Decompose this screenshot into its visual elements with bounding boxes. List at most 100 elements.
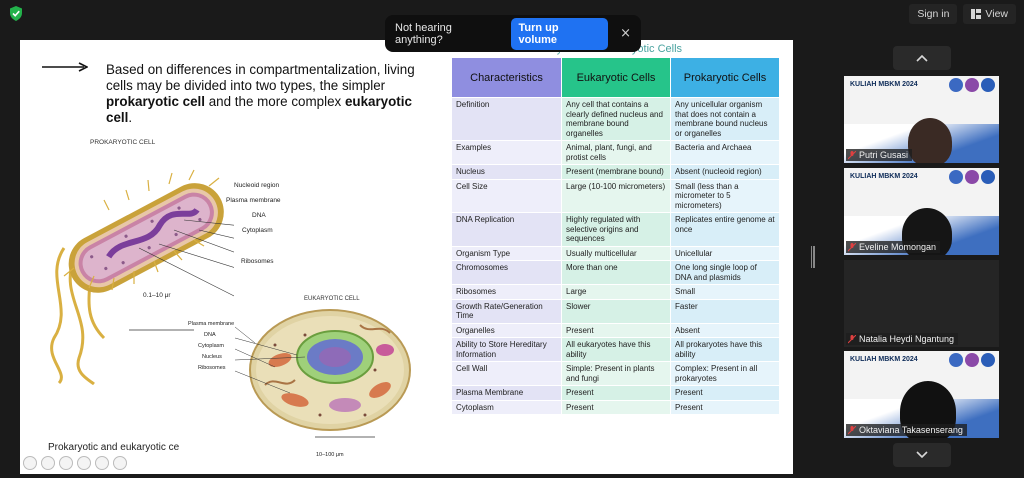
participant-video <box>908 118 952 163</box>
cell-prokaryotic: Faster <box>670 298 780 324</box>
cell-prokaryotic: Absent (nucleoid region) <box>670 164 780 180</box>
logo-icon <box>981 170 995 184</box>
tile-banner-text: KULIAH MBKM 2024 <box>850 173 918 180</box>
tile-logos <box>949 78 995 92</box>
cell-eukaryotic: Present <box>561 322 671 338</box>
participant-tile-4[interactable]: KULIAH MBKM 2024 Oktaviana Takasenserang <box>844 351 999 438</box>
participants-scroll-down-button[interactable] <box>893 443 951 467</box>
cell-prokaryotic: Absent <box>670 322 780 338</box>
mic-muted-icon <box>848 334 856 343</box>
slide-zoom-button[interactable] <box>95 456 109 470</box>
cell-eukaryotic: Animal, plant, fungi, and protist cells <box>561 140 671 165</box>
eukaryotic-figure-title: EUKARYOTIC CELL <box>304 296 360 302</box>
cell-characteristic: Cell Wall <box>451 361 562 386</box>
cell-eukaryotic: Present <box>561 385 671 401</box>
cell-eukaryotic: Simple: Present in plants and fungi <box>561 361 671 386</box>
shared-screen: Based on differences in compartmentaliza… <box>20 40 793 474</box>
euk-scale: 10–100 μm <box>316 452 344 458</box>
logo-icon <box>965 78 979 92</box>
tile-banner-text: KULIAH MBKM 2024 <box>850 81 918 88</box>
mic-muted-icon <box>848 150 856 159</box>
euk-label-plasma-membrane: Plasma membrane <box>188 321 235 327</box>
slide-pen-button[interactable] <box>59 456 73 470</box>
participant-name-badge: Natalia Heydi Ngantung <box>846 333 959 345</box>
cell-prokaryotic: Complex: Present in all prokaryotes <box>670 361 780 386</box>
cell-characteristic: Nucleus <box>451 164 562 180</box>
cell-prokaryotic: Bacteria and Archaea <box>670 140 780 165</box>
cell-prokaryotic: All prokaryotes have this ability <box>670 337 780 362</box>
euk-label-cytoplasm: Cytoplasm <box>198 343 224 349</box>
cell-prokaryotic: One long single loop of DNA and plasmids <box>670 260 780 285</box>
shield-check-icon[interactable] <box>9 6 23 21</box>
logo-icon <box>949 353 963 367</box>
prok-label-dna: DNA <box>252 212 266 219</box>
cell-eukaryotic: Present (membrane bound) <box>561 164 671 180</box>
logo-icon <box>965 353 979 367</box>
comparison-table: Characteristics Eukaryotic Cells Prokary… <box>451 57 780 415</box>
cell-characteristic: Definition <box>451 97 562 141</box>
cell-eukaryotic: Slower <box>561 298 671 324</box>
table-header-row: Characteristics Eukaryotic Cells Prokary… <box>451 57 780 98</box>
participant-name: Natalia Heydi Ngantung <box>859 334 955 344</box>
sign-in-label: Sign in <box>917 8 950 20</box>
cell-characteristic: Growth Rate/Generation Time <box>451 298 562 324</box>
panel-resize-handle[interactable] <box>811 246 816 268</box>
participant-name: Eveline Momongan <box>859 242 937 252</box>
participant-name-badge: Eveline Momongan <box>846 241 941 253</box>
cell-eukaryotic: Large (10-100 micrometers) <box>561 178 671 213</box>
mic-muted-icon <box>848 242 856 251</box>
cell-prokaryotic: Small (less than a micrometer to 5 micro… <box>670 178 780 213</box>
figure-caption: Prokaryotic and eukaryotic ce <box>48 442 180 453</box>
intro-part-3: . <box>128 110 133 125</box>
view-button[interactable]: View <box>963 4 1016 24</box>
grid-view-icon <box>971 9 982 19</box>
intro-bold-eukaryotic: eukaryotic cell <box>106 94 412 125</box>
top-right-controls: Sign in View <box>909 4 1016 24</box>
cell-eukaryotic: Present <box>561 399 671 415</box>
cell-prokaryotic: Present <box>670 399 780 415</box>
cell-characteristic: Examples <box>451 140 562 165</box>
close-icon[interactable]: × <box>620 26 631 41</box>
cell-prokaryotic: Present <box>670 385 780 401</box>
cell-prokaryotic: Small <box>670 284 780 300</box>
slide-more-button[interactable] <box>113 456 127 470</box>
cell-eukaryotic: Large <box>561 284 671 300</box>
intro-part-1: Based on differences in compartmentaliza… <box>106 62 415 93</box>
cell-characteristic: Ribosomes <box>451 284 562 300</box>
participant-tile-3[interactable]: Natalia Heydi Ngantung <box>844 260 999 347</box>
turn-up-volume-button[interactable]: Turn up volume <box>510 17 609 50</box>
participant-tile-1[interactable]: KULIAH MBKM 2024 Putri Gusasi <box>844 76 999 163</box>
participant-tile-2[interactable]: KULIAH MBKM 2024 Eveline Momongan <box>844 168 999 255</box>
euk-label-ribosomes: Ribosomes <box>198 365 226 371</box>
slide-prev-button[interactable] <box>23 456 37 470</box>
cell-eukaryotic: Highly regulated with selective origins … <box>561 212 671 247</box>
euk-label-nucleus: Nucleus <box>202 354 222 360</box>
slide-next-button[interactable] <box>41 456 55 470</box>
cell-prokaryotic: Replicates entire genome at once <box>670 212 780 247</box>
cell-eukaryotic: Usually multicellular <box>561 245 671 261</box>
header-characteristics: Characteristics <box>451 57 562 98</box>
sign-in-button[interactable]: Sign in <box>909 4 958 24</box>
logo-icon <box>981 78 995 92</box>
view-label: View <box>985 8 1008 20</box>
mic-muted-icon <box>848 425 856 434</box>
cell-prokaryotic: Unicellular <box>670 245 780 261</box>
slide-pages-button[interactable] <box>77 456 91 470</box>
prok-label-ribosomes: Ribosomes <box>241 258 274 265</box>
chevron-down-icon <box>916 451 928 459</box>
header-prokaryotic: Prokaryotic Cells <box>670 57 780 98</box>
cell-prokaryotic: Any unicellular organism that does not c… <box>670 97 780 141</box>
participants-scroll-up-button[interactable] <box>893 46 951 70</box>
cell-eukaryotic: Any cell that contains a clearly defined… <box>561 97 671 141</box>
prok-label-cytoplasm: Cytoplasm <box>242 227 273 234</box>
logo-icon <box>949 78 963 92</box>
